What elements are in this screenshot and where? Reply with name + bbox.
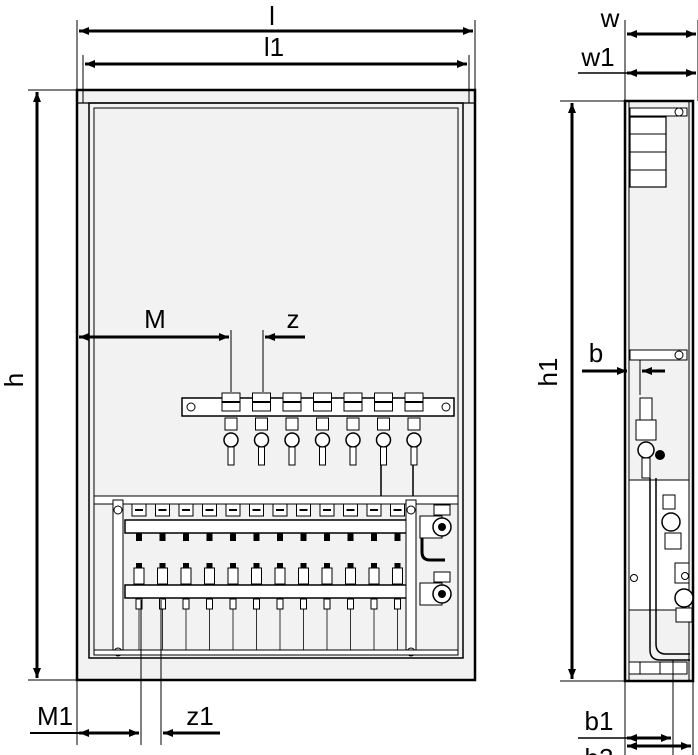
upper-outlet-valve (343, 392, 363, 466)
label-b: b (589, 338, 603, 368)
lower-manifold-top-bar (124, 519, 414, 534)
side-middle-bolt (674, 350, 684, 360)
lower-manifold-bottom-bar (124, 584, 414, 599)
lower-outlet-top (366, 503, 382, 541)
label-w1: w1 (580, 42, 614, 72)
side-manifold-body (628, 479, 690, 611)
side-lower-valve-1 (661, 494, 682, 550)
label-h: h (0, 373, 29, 387)
lower-outlet-top (202, 503, 217, 541)
lower-outlet-bottom (204, 563, 215, 650)
label-l1: l1 (264, 32, 284, 62)
lower-manifold-lower-row (133, 563, 403, 650)
upper-manifold-bolt-left (186, 402, 196, 412)
label-M: M (144, 304, 166, 334)
ball-valve-bottom-right (419, 571, 452, 606)
side-top-bracket (629, 107, 688, 117)
lower-outlet-top (296, 503, 311, 541)
lower-outlet-bottom (392, 563, 403, 650)
lower-outlet-top (249, 503, 264, 541)
lower-outlet-bottom (345, 563, 356, 650)
label-h1: h1 (533, 358, 563, 387)
lower-outlet-bottom (274, 563, 286, 650)
front-dimensions: l l1 h M z M1 z1 (0, 1, 476, 745)
side-bottom-foot (628, 661, 688, 675)
label-b2: b2 (585, 743, 614, 755)
side-return-pipe (655, 478, 690, 655)
lower-outlet-bottom (133, 563, 145, 650)
upper-outlet-valve (374, 392, 393, 466)
manifold-post-right (405, 499, 417, 651)
label-z1: z1 (186, 701, 213, 731)
lower-outlet-bottom (251, 563, 262, 650)
upper-outlet-valve (282, 392, 302, 466)
lower-outlet-top (390, 503, 405, 541)
lower-outlet-top (343, 503, 358, 541)
return-pipe-bend (420, 538, 445, 562)
mounting-rail (93, 649, 459, 656)
upper-manifold-outlets (221, 392, 424, 466)
lower-manifold-upper-row (131, 503, 405, 541)
lower-outlet-top (272, 503, 288, 541)
lower-manifold-frame (93, 495, 459, 505)
side-supply-pipe (649, 478, 690, 661)
side-view (623, 99, 695, 683)
lower-outlet-bottom (298, 563, 309, 650)
side-top-bolt (674, 107, 684, 117)
side-dimensions: w w1 h1 b b1 b2 (533, 3, 698, 755)
front-view (75, 88, 477, 682)
side-lower-bolt-1 (630, 574, 638, 582)
label-M1: M1 (37, 701, 73, 731)
side-lower-bolt-2 (681, 572, 689, 580)
upper-outlet-valve (313, 392, 332, 466)
upper-outlet-valve (221, 392, 241, 466)
lower-outlet-top (225, 503, 241, 541)
lower-outlet-bottom (321, 563, 333, 650)
lower-outlet-top (178, 503, 194, 541)
manifold-post-left (112, 499, 124, 651)
label-l: l (269, 1, 275, 31)
lower-outlet-bottom (180, 563, 192, 650)
ball-valve-top-right (419, 504, 452, 539)
lower-outlet-bottom (227, 563, 239, 650)
manifold-post-bolt-tl (113, 505, 123, 515)
lower-outlet-bottom (157, 563, 168, 650)
upper-manifold-bolt-right (441, 402, 451, 412)
upper-outlet-valve (404, 392, 424, 466)
side-middle-bracket (629, 349, 688, 361)
label-b1: b1 (585, 706, 614, 736)
lower-outlet-bottom (368, 563, 380, 650)
label-z: z (287, 304, 300, 334)
label-w: w (600, 3, 620, 33)
upper-outlet-valve (252, 392, 271, 466)
lower-outlet-top (131, 503, 147, 541)
lower-outlet-top (155, 503, 170, 541)
manifold-post-bolt-tr (406, 505, 416, 515)
side-upper-valve (635, 397, 665, 479)
lower-outlet-top (319, 503, 335, 541)
